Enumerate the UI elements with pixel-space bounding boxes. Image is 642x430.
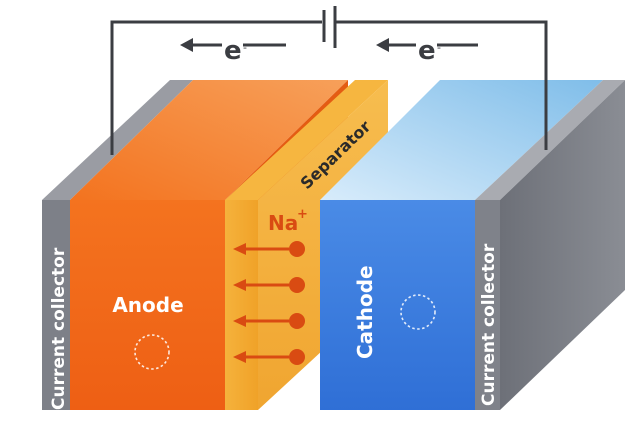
ion-arrow [233,241,305,257]
current-collector-left-label: Current collector [49,247,69,410]
sodium-ion-dot [289,349,305,365]
cathode-label: Cathode [353,265,377,359]
ion-arrow-head [233,243,246,255]
collector-right-front [475,200,500,410]
ion-arrow [233,313,305,329]
ion-arrow [233,277,305,293]
sodium-ion-dot [289,313,305,329]
electron-label-left: e [224,36,242,66]
electron-label-right: e [418,36,436,66]
electron-arrow-right: e - [376,36,478,66]
anode-top-face [70,80,348,200]
cathode-hole-circle [400,294,436,330]
current-collector-right-label: Current collector [479,243,499,406]
sodium-ion-label: Na [268,211,298,235]
sodium-ion-dot [289,277,305,293]
electron-arrow-right-head [376,38,389,52]
sodium-ion-charge: + [297,207,308,222]
electron-charge-right: - [437,41,441,54]
ion-arrow-head [233,351,246,363]
ion-arrow-head [233,279,246,291]
ion-arrow-head [233,315,246,327]
current-collector-right [475,80,625,410]
collector-left-front [42,200,70,410]
collector-right-top [475,80,625,200]
wire-left [110,20,322,155]
current-collector-left [42,80,193,410]
cathode-top-face [320,80,603,200]
electron-charge-left: - [243,41,247,54]
anode-label: Anode [112,293,183,317]
ion-arrows-group [233,241,305,365]
cathode-block [320,80,603,410]
anode-hole-circle [134,334,170,370]
anode-front-face [70,200,225,410]
electron-arrow-left-head [180,38,193,52]
electron-arrow-left: e - [180,36,286,66]
sodium-ion-dot [289,241,305,257]
ion-arrow [233,349,305,365]
collector-right-side [500,80,625,410]
wire-right [336,20,548,150]
separator-front-face [225,200,258,410]
cathode-front-face [320,200,475,410]
separator-top-face [225,80,388,200]
collector-left-top [42,80,193,200]
external-circuit: e - e - [110,6,548,155]
